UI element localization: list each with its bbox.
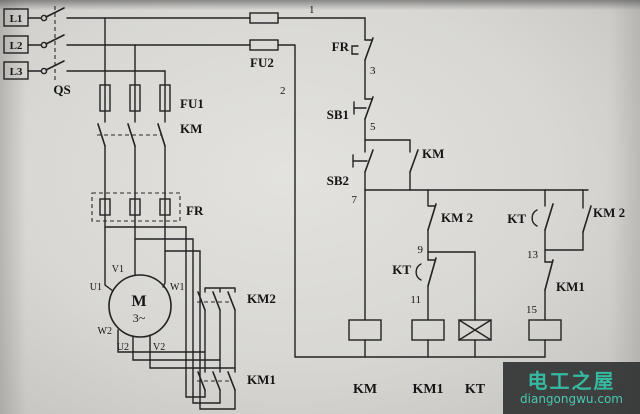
km2-coil	[528, 319, 562, 341]
km1-motor-label: KM1	[247, 372, 276, 387]
wire-number-9: 9	[418, 244, 424, 256]
sb1-stop-button	[353, 96, 374, 153]
wire-number-2: 2	[280, 85, 286, 97]
coil-km-label: KM	[353, 382, 377, 397]
km1-nc-label: KM1	[556, 279, 585, 294]
qs-label: QS	[53, 82, 70, 97]
km1-delta-contacts	[197, 371, 236, 410]
fu2-fuses	[249, 12, 279, 51]
coil-km1-label: KM1	[412, 382, 443, 397]
km2-nc-label: KM 2	[441, 210, 473, 225]
km2-motor-label: KM2	[247, 291, 276, 306]
fr-main-label: FR	[186, 203, 204, 218]
phase-label-l2: L2	[10, 40, 23, 52]
terminal-v1: V1	[112, 264, 124, 275]
fr-nc-contact	[351, 37, 374, 100]
km1-nc-interlock	[544, 259, 554, 321]
sb2-label: SB2	[327, 173, 349, 188]
kt-nc-label: KT	[392, 262, 411, 277]
watermark-title: 电工之屋	[527, 368, 616, 393]
delta-wiring-taps	[104, 226, 236, 410]
fr-contact-label: FR	[332, 39, 350, 54]
kt-nc-delay-contact	[415, 257, 437, 321]
wire-number-5: 5	[370, 121, 376, 133]
wire-number-7: 7	[352, 194, 358, 206]
terminal-w1: W1	[170, 282, 184, 293]
km2-star-contacts	[197, 287, 236, 373]
wire-number-3: 3	[370, 65, 376, 77]
coils	[348, 319, 562, 358]
motor-phases: 3~	[133, 311, 146, 325]
wire-number-15: 15	[526, 304, 538, 316]
wire-number-13: 13	[527, 249, 539, 261]
phase-label-l3: L3	[10, 66, 23, 78]
terminal-v2: V2	[153, 342, 165, 353]
terminal-u2: U2	[117, 342, 129, 353]
phase-supply-lines	[3, 8, 366, 358]
kt-no-label: KT	[507, 211, 526, 226]
km-aux-contact	[364, 139, 419, 191]
watermark: 电工之屋 diangongwu.com	[503, 362, 640, 414]
wire-number-11: 11	[410, 294, 421, 306]
motor	[108, 274, 236, 369]
wire-number-1: 1	[309, 4, 315, 16]
motor-letter: M	[131, 293, 146, 310]
control-bus	[294, 189, 589, 358]
phase-label-l1: L1	[10, 13, 23, 25]
qs-knife-switch	[40, 6, 65, 80]
motor-circle	[108, 274, 172, 338]
km-main-label: KM	[180, 121, 202, 136]
km-coil	[348, 319, 382, 341]
km2-no-selfhold-contact	[544, 189, 592, 251]
coil-kt-label: KT	[465, 382, 486, 397]
kt-no-delay-contact	[531, 189, 554, 263]
terminal-w2: W2	[98, 326, 112, 337]
km2-no-label: KM 2	[593, 205, 625, 220]
fu2-label: FU2	[250, 55, 274, 70]
km-main-contacts	[97, 123, 166, 292]
sb1-label: SB1	[327, 107, 349, 122]
km-aux-label: KM	[422, 146, 444, 161]
km2-nc-interlock	[427, 189, 437, 261]
kt-coil-branch	[427, 251, 476, 321]
terminal-u1: U1	[90, 282, 102, 293]
sb2-start-button	[352, 149, 374, 191]
watermark-site: diangongwu.com	[520, 391, 623, 406]
km1-coil	[411, 319, 445, 341]
fu1-label: FU1	[180, 96, 204, 111]
fu1-fuses	[99, 17, 171, 123]
fr-thermal-relay	[91, 192, 181, 222]
